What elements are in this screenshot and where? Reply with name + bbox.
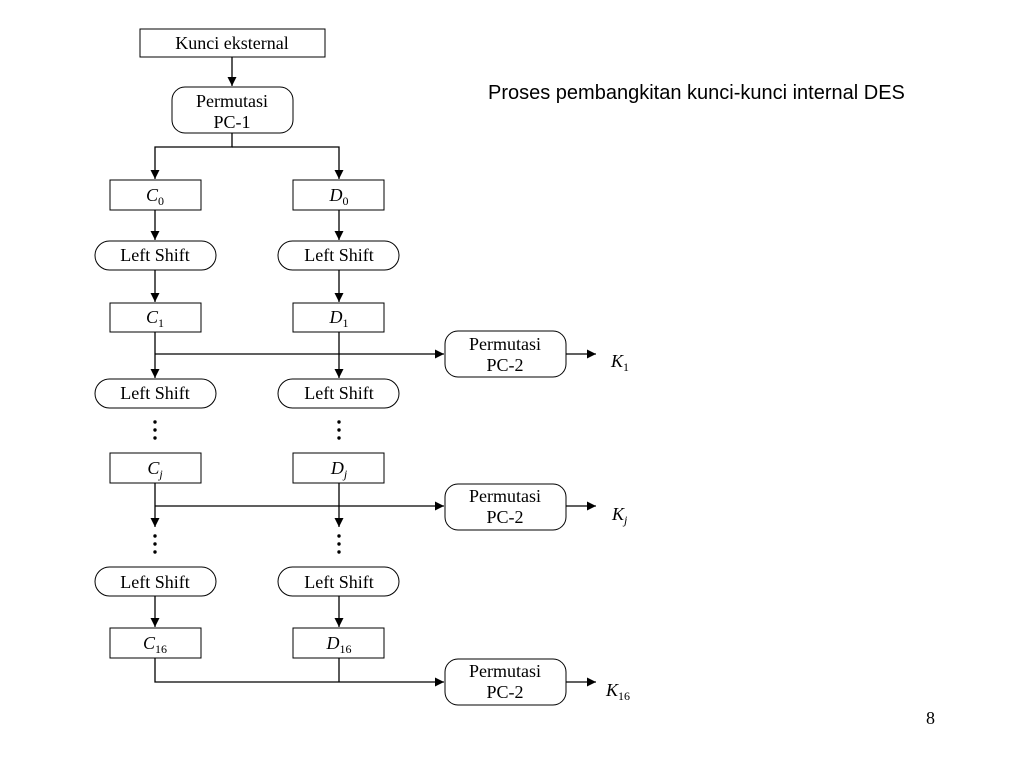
connector-arrow [232, 146, 344, 179]
svg-text:Left Shift: Left Shift [304, 245, 374, 265]
c0-node: C0 [109, 179, 202, 211]
slide-title: Proses pembangkitan kunci-kunci internal… [488, 82, 905, 104]
c0-subscript: 0 [158, 194, 164, 208]
svg-text:C0: C0 [146, 185, 164, 208]
d16-node: D16 [292, 627, 385, 659]
pc2-node-16: Permutasi PC-2 [444, 658, 567, 706]
ellipsis-dots [153, 420, 341, 440]
d0-node: D0 [292, 179, 385, 211]
pc1-node: Permutasi PC-1 [171, 86, 294, 134]
k16-label: K16 [605, 680, 630, 703]
connector-arrow [150, 133, 233, 179]
svg-text:Left Shift: Left Shift [120, 245, 190, 265]
k1-label: K1 [610, 351, 629, 374]
external-key-label: Kunci eksternal [175, 33, 288, 53]
c0-letter: C [146, 185, 159, 205]
left-shift-c-1: Left Shift [94, 240, 217, 271]
page-number: 8 [926, 708, 935, 728]
svg-text:Left Shift: Left Shift [304, 383, 374, 403]
left-shift-d-3: Left Shift [277, 566, 400, 597]
pc1-label-line2: PC-1 [213, 112, 250, 132]
svg-text:C1: C1 [146, 307, 164, 330]
c16-node: C16 [109, 627, 202, 659]
kj-label: Kj [611, 504, 628, 527]
d0-letter: D [329, 185, 343, 205]
pc2-node-1: Permutasi PC-2 [444, 330, 567, 378]
left-shift-c-3: Left Shift [94, 566, 217, 597]
svg-text:Dj: Dj [330, 458, 348, 481]
svg-text:PC-2: PC-2 [486, 355, 523, 375]
svg-text:D0: D0 [329, 185, 349, 208]
svg-text:Left Shift: Left Shift [120, 383, 190, 403]
pc2-node-j: Permutasi PC-2 [444, 483, 567, 531]
svg-text:Left Shift: Left Shift [120, 572, 190, 592]
c1-node: C1 [109, 302, 202, 333]
d0-subscript: 0 [343, 194, 349, 208]
svg-text:Left Shift: Left Shift [304, 572, 374, 592]
d1-node: D1 [292, 302, 385, 333]
svg-text:Permutasi: Permutasi [469, 334, 541, 354]
svg-text:PC-2: PC-2 [486, 507, 523, 527]
dj-node: Dj [292, 452, 385, 484]
svg-text:Cj: Cj [147, 458, 163, 481]
svg-text:D16: D16 [326, 633, 352, 656]
ellipsis-dots [153, 534, 341, 554]
connector-arrow [154, 658, 444, 687]
cj-node: Cj [109, 452, 202, 484]
svg-text:Permutasi: Permutasi [469, 661, 541, 681]
svg-text:D1: D1 [329, 307, 349, 330]
svg-text:Permutasi: Permutasi [469, 486, 541, 506]
pc1-label-line1: Permutasi [196, 91, 268, 111]
left-shift-c-2: Left Shift [94, 378, 217, 409]
left-shift-d-2: Left Shift [277, 378, 400, 409]
external-key-node: Kunci eksternal [139, 28, 326, 58]
left-shift-d-1: Left Shift [277, 240, 400, 271]
svg-text:C16: C16 [143, 633, 167, 656]
svg-text:PC-2: PC-2 [486, 682, 523, 702]
